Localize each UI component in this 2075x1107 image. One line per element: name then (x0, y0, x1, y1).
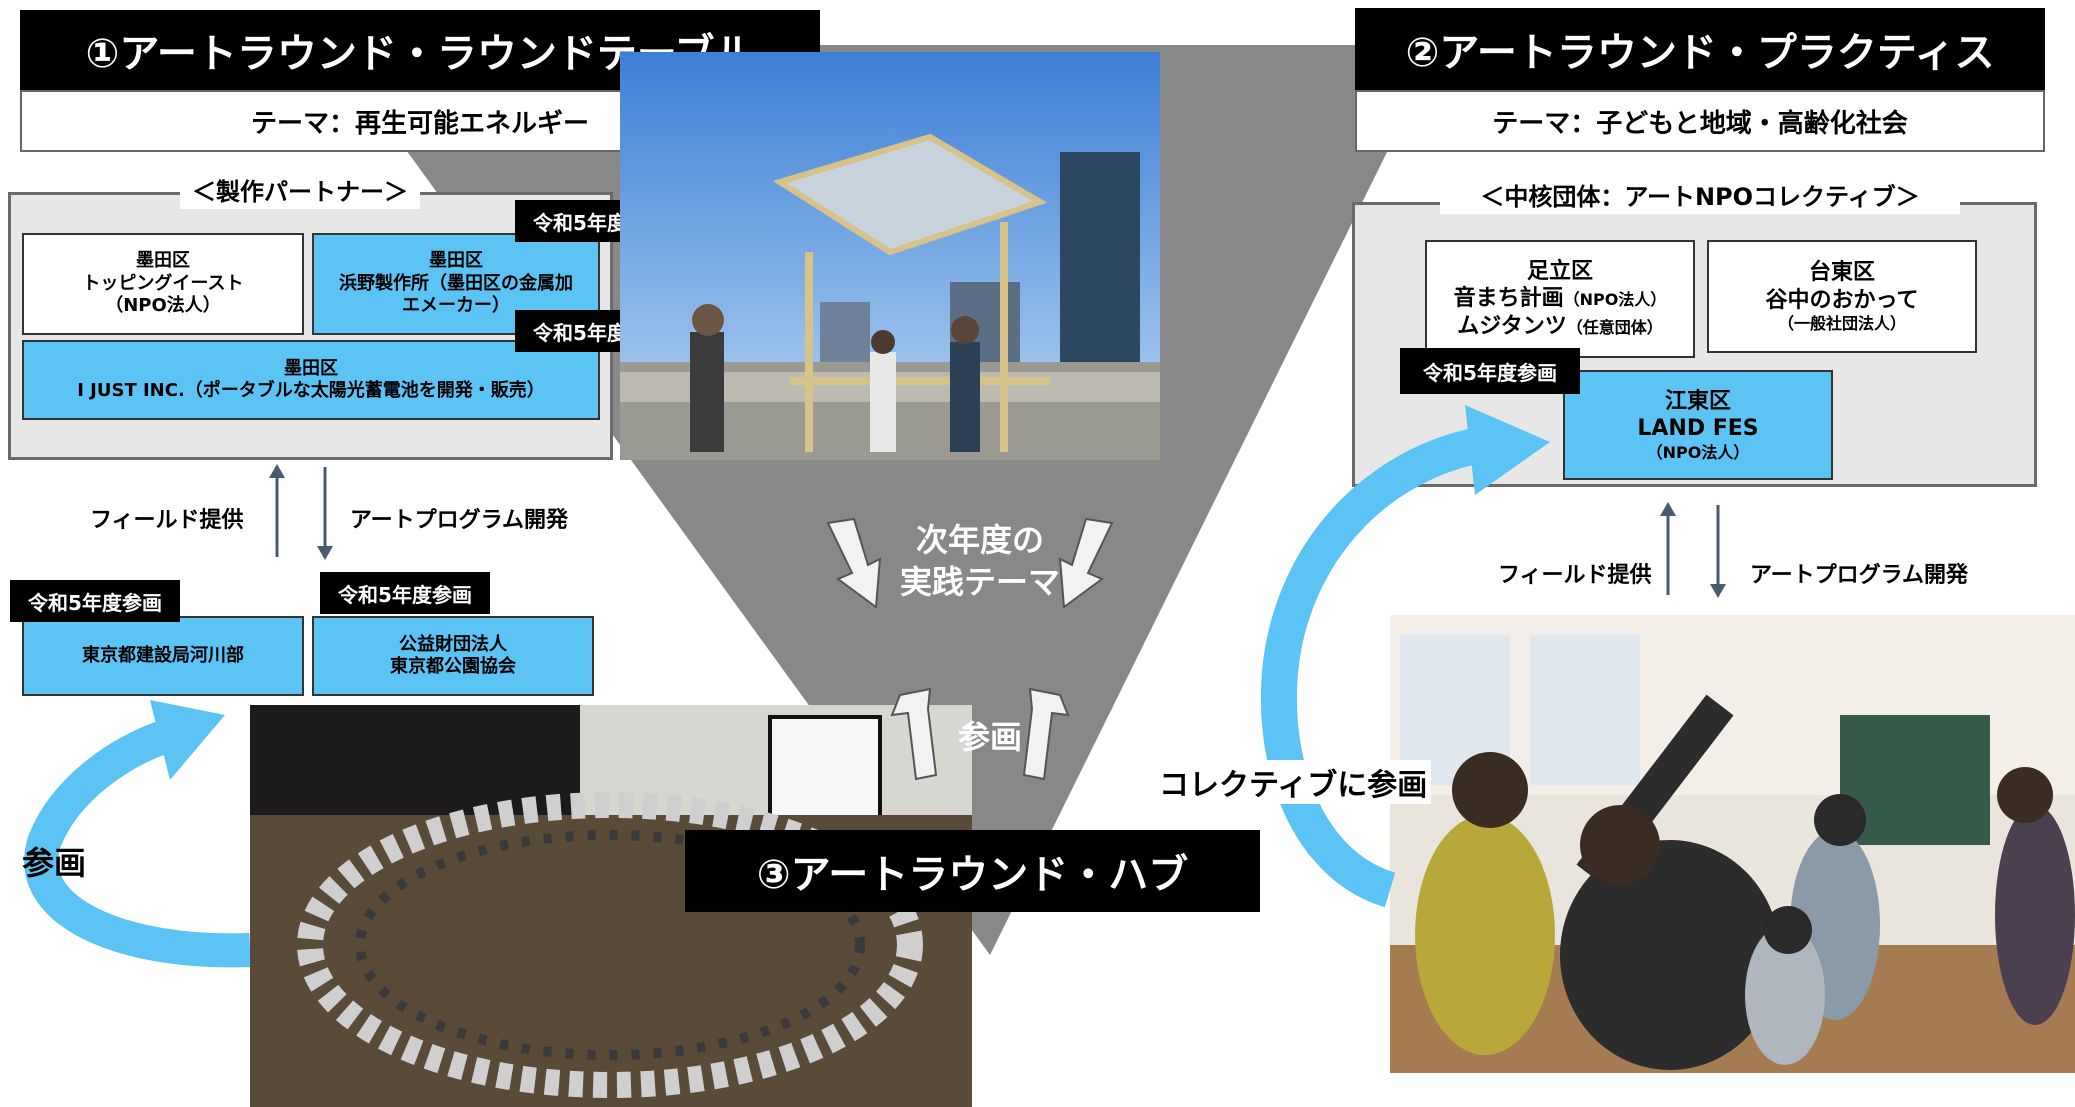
section1-side-label: 参画 (22, 844, 87, 882)
section2-program-label: アートプログラム開発 (1750, 563, 1969, 588)
photo-dance-workshop (1390, 615, 2075, 1073)
section1-field-label: フィールド提供 (90, 508, 244, 533)
partner-ijust: 墨田区 I JUST INC.（ポータブルな太陽光蓄電池を開発・販売） (22, 340, 600, 420)
core-koto: 江東区 LAND FES （NPO法人） (1563, 370, 1833, 480)
section1-updown-arrows (269, 464, 333, 560)
tag-koto-r5: 令和5年度参画 (1400, 348, 1580, 394)
hub-title: ③アートラウンド・ハブ (685, 830, 1260, 912)
core-adachi: 足立区 音まち計画（NPO法人） ムジタンツ（任意団体） (1425, 240, 1695, 358)
next-theme-down-arrows (826, 517, 1114, 609)
field-park-association: 公益財団法人 東京都公園協会 (312, 616, 594, 696)
core-taito: 台東区 谷中のおかって （一般社団法人） (1707, 240, 1977, 353)
participation-up-arrows (890, 687, 1070, 781)
section2-title: ②アートラウンド・プラクティス (1355, 8, 2045, 90)
section2-field-label: フィールド提供 (1498, 563, 1652, 588)
tag-river-r5: 令和5年度参画 (10, 580, 180, 622)
next-year-theme-label: 次年度の 実践テーマ (899, 521, 1060, 601)
partner-heading: ＜製作パートナー＞ (180, 175, 420, 209)
collective-participation-label: コレクティブに参画 (1155, 760, 1432, 804)
photo-solar-structure (620, 52, 1160, 460)
section1-program-label: アートプログラム開発 (350, 508, 569, 533)
partner-topping-east: 墨田区 トッピングイースト （NPO法人） (22, 233, 304, 335)
core-heading: ＜中核団体：アートNPOコレクティブ＞ (1440, 180, 1960, 214)
field-river-bureau: 東京都建設局河川部 (22, 616, 304, 696)
section2-updown-arrows (1660, 502, 1726, 598)
participation-curve-arrow-left (24, 700, 251, 968)
collective-curve-arrow-right (1260, 405, 1550, 908)
tag-park-r5: 令和5年度参画 (320, 572, 490, 614)
hub-participation-label: 参画 (957, 718, 1022, 756)
section2-theme: テーマ：子どもと地域・高齢化社会 (1355, 90, 2045, 152)
